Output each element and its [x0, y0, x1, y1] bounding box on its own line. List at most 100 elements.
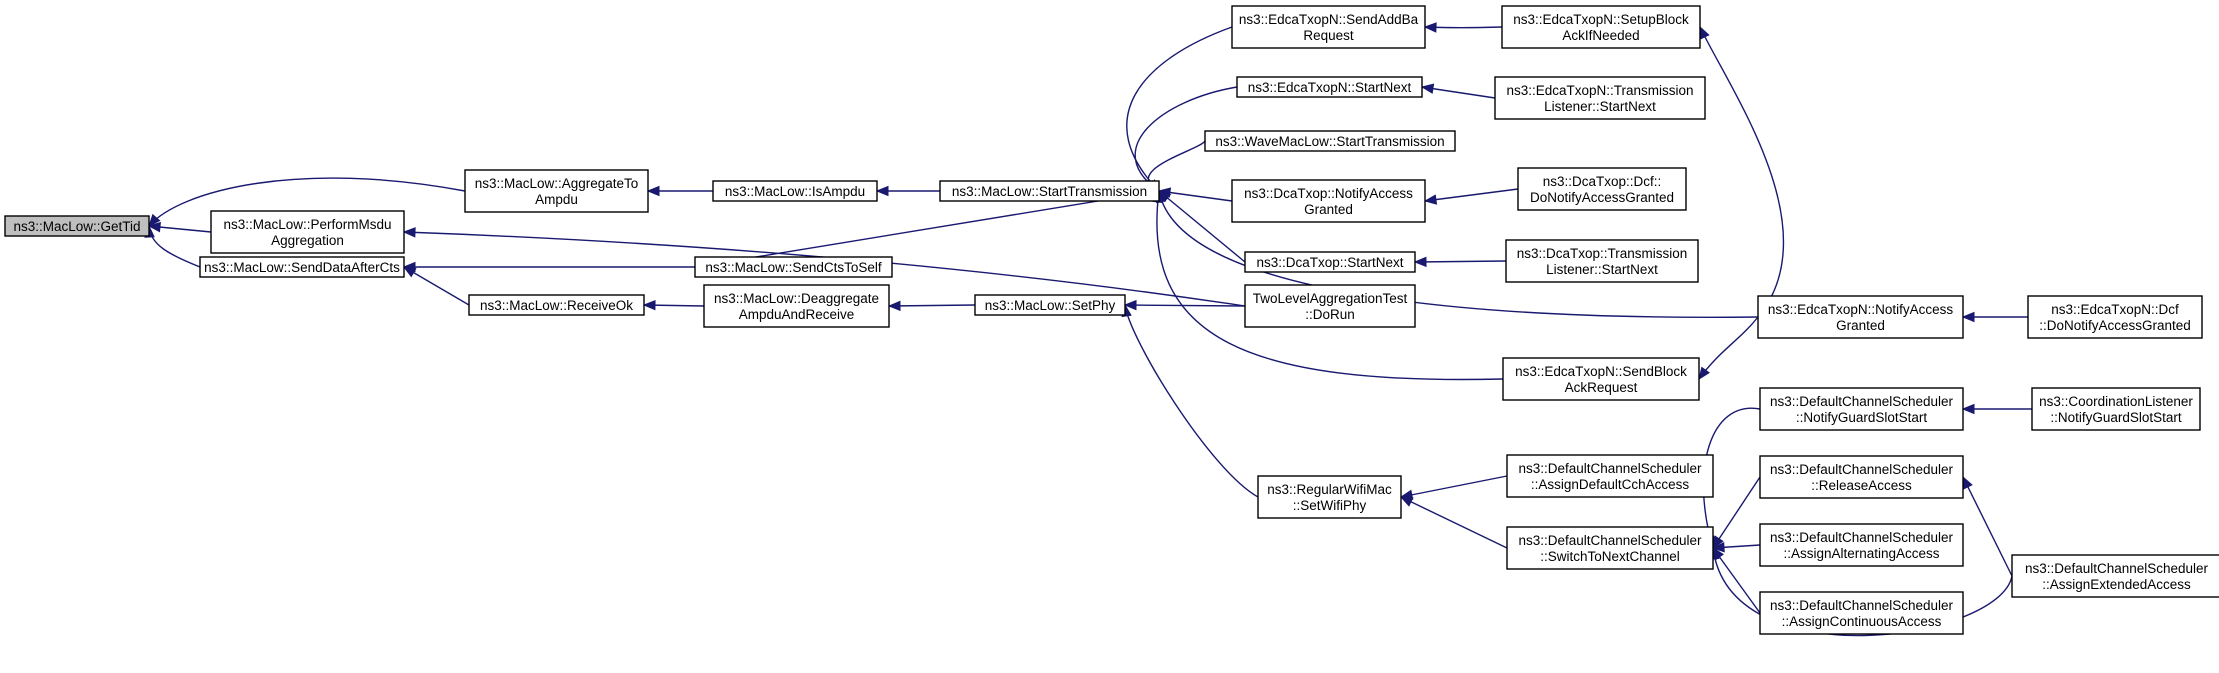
edge-dcfdonotify-to-dcanotify	[1424, 188, 1519, 202]
arrowhead-assignalternating-to-switchtonext	[1711, 542, 1725, 553]
node-label-gettid-0: ns3::MacLow::GetTid	[13, 219, 140, 234]
node-box-assignalternating	[1759, 523, 1964, 567]
node-dcastartnext[interactable]: ns3::DcaTxop::StartNext	[1244, 251, 1416, 273]
node-senddataaftercts[interactable]: ns3::MacLow::SendDataAfterCts	[199, 256, 405, 278]
arrowhead-edcatranslistener-to-edcastartnext	[1420, 83, 1435, 94]
node-box-edcatranslistener	[1494, 76, 1706, 120]
node-label-isampdu-0: ns3::MacLow::IsAmpdu	[725, 184, 865, 199]
node-label-dcatranslistener-0: ns3::DcaTxop::Transmission	[1517, 246, 1688, 261]
node-sendctstoself[interactable]: ns3::MacLow::SendCtsToSelf	[694, 256, 893, 278]
node-box-twolevel	[1244, 284, 1416, 328]
arrowhead-isampdu-to-aggregate	[646, 185, 660, 197]
node-label-releaseaccess-0: ns3::DefaultChannelScheduler	[1770, 462, 1954, 477]
node-label-assignextended-0: ns3::DefaultChannelScheduler	[2025, 561, 2209, 576]
node-box-sendctstoself	[694, 256, 893, 278]
node-edcatranslistener[interactable]: ns3::EdcaTxopN::TransmissionListener::St…	[1494, 76, 1706, 120]
node-label-aggregate-1: Ampdu	[535, 192, 578, 207]
edge-edcastartnext-to-starttransmission	[1134, 86, 1238, 192]
node-box-coordlistener	[2031, 387, 2201, 431]
node-label-edcastartnext-0: ns3::EdcaTxopN::StartNext	[1248, 80, 1412, 95]
node-edcastartnext[interactable]: ns3::EdcaTxopN::StartNext	[1236, 76, 1423, 98]
node-gettid[interactable]: ns3::MacLow::GetTid	[4, 215, 150, 237]
node-edcadcf[interactable]: ns3::EdcaTxopN::Dcf::DoNotifyAccessGrant…	[2027, 295, 2203, 339]
node-label-setupblockack-1: AckIfNeeded	[1562, 28, 1639, 43]
node-label-assignalternating-1: ::AssignAlternatingAccess	[1783, 546, 1939, 561]
edge-releaseaccess-to-switchtonext	[1712, 476, 1761, 549]
node-box-setupblockack	[1501, 5, 1701, 49]
node-starttransmission[interactable]: ns3::MacLow::StartTransmission	[939, 180, 1160, 202]
node-label-sendblockack-1: AckRequest	[1565, 380, 1638, 395]
arrowhead-aggregate-to-gettid	[148, 213, 161, 228]
node-box-sendblockack	[1502, 357, 1700, 401]
node-assignalternating[interactable]: ns3::DefaultChannelScheduler::AssignAlte…	[1759, 523, 1964, 567]
node-assigncontinuous[interactable]: ns3::DefaultChannelScheduler::AssignCont…	[1759, 591, 1964, 635]
node-notifyguard[interactable]: ns3::DefaultChannelScheduler::NotifyGuar…	[1759, 387, 1964, 431]
node-label-edcadcf-0: ns3::EdcaTxopN::Dcf	[2051, 302, 2179, 317]
arrowhead-edcanotify-to-setupblockack	[1699, 25, 1710, 40]
node-label-performmsdu-0: ns3::MacLow::PerformMsdu	[223, 217, 391, 232]
node-box-gettid	[4, 215, 150, 237]
node-isampdu[interactable]: ns3::MacLow::IsAmpdu	[712, 180, 878, 202]
node-label-notifyguard-0: ns3::DefaultChannelScheduler	[1770, 394, 1954, 409]
node-wavemaclow[interactable]: ns3::WaveMacLow::StartTransmission	[1204, 130, 1456, 152]
node-dcfdonotify[interactable]: ns3::DcaTxop::Dcf::DoNotifyAccessGranted	[1517, 167, 1687, 211]
node-setwifiphy[interactable]: ns3::RegularWifiMac::SetWifiPhy	[1257, 475, 1402, 519]
node-box-switchtonext	[1506, 526, 1714, 570]
arrowhead-receiveok-to-senddataaftercts	[402, 266, 417, 278]
node-box-releaseaccess	[1759, 455, 1964, 499]
node-box-dcatranslistener	[1505, 239, 1699, 283]
edge-edcatranslistener-to-edcastartnext	[1421, 86, 1496, 99]
node-label-deaggregate-1: AmpduAndReceive	[739, 307, 855, 322]
node-switchtonext[interactable]: ns3::DefaultChannelScheduler::SwitchToNe…	[1506, 526, 1714, 570]
node-label-edcanotify-0: ns3::EdcaTxopN::NotifyAccess	[1768, 302, 1954, 317]
node-label-wavemaclow-0: ns3::WaveMacLow::StartTransmission	[1215, 134, 1444, 149]
node-label-performmsdu-1: Aggregation	[271, 233, 344, 248]
node-setphy[interactable]: ns3::MacLow::SetPhy	[974, 294, 1126, 316]
node-box-setwifiphy	[1257, 475, 1402, 519]
node-box-assignextended	[2011, 554, 2219, 598]
node-label-assignextended-1: ::AssignExtendedAccess	[2042, 577, 2191, 592]
node-box-dcanotify	[1231, 179, 1426, 223]
node-box-edcadcf	[2027, 295, 2203, 339]
edge-setwifiphy-to-setphy	[1124, 304, 1259, 498]
node-dcatranslistener[interactable]: ns3::DcaTxop::TransmissionListener::Star…	[1505, 239, 1699, 283]
arrowhead-dcfdonotify-to-dcanotify	[1423, 194, 1438, 205]
edge-receiveok-to-senddataaftercts	[403, 266, 470, 306]
node-label-receiveok-0: ns3::MacLow::ReceiveOk	[480, 298, 633, 313]
node-label-sendctstoself-0: ns3::MacLow::SendCtsToSelf	[705, 260, 882, 275]
node-label-twolevel-1: ::DoRun	[1305, 307, 1355, 322]
node-assignextended[interactable]: ns3::DefaultChannelScheduler::AssignExte…	[2011, 554, 2219, 598]
arrowhead-setphy-to-deaggregate	[887, 300, 901, 312]
node-receiveok[interactable]: ns3::MacLow::ReceiveOk	[468, 294, 645, 316]
node-assigndefaultcch[interactable]: ns3::DefaultChannelScheduler::AssignDefa…	[1506, 454, 1714, 498]
node-label-setwifiphy-0: ns3::RegularWifiMac	[1267, 482, 1392, 497]
node-coordlistener[interactable]: ns3::CoordinationListener::NotifyGuardSl…	[2031, 387, 2201, 431]
node-twolevel[interactable]: TwoLevelAggregationTest::DoRun	[1244, 284, 1416, 328]
edge-notifyguard-to-switchtonext	[1702, 407, 1761, 549]
arrowhead-performmsdu-to-gettid	[147, 221, 161, 233]
edge-twolevel-to-setphy	[1124, 304, 1246, 307]
node-box-wavemaclow	[1204, 130, 1456, 152]
node-label-edcatranslistener-0: ns3::EdcaTxopN::Transmission	[1506, 83, 1693, 98]
node-label-assigndefaultcch-1: ::AssignDefaultCchAccess	[1531, 477, 1690, 492]
node-label-assigncontinuous-0: ns3::DefaultChannelScheduler	[1770, 598, 1954, 613]
node-label-assigndefaultcch-0: ns3::DefaultChannelScheduler	[1518, 461, 1702, 476]
node-dcanotify[interactable]: ns3::DcaTxop::NotifyAccessGranted	[1231, 179, 1426, 223]
node-box-receiveok	[468, 294, 645, 316]
edge-setupblockack-to-sendaddba	[1424, 26, 1503, 29]
arrowhead-edcanotify-to-sendblockack	[1698, 366, 1710, 381]
node-box-sendaddba	[1231, 5, 1426, 49]
node-label-assigncontinuous-1: ::AssignContinuousAccess	[1782, 614, 1942, 629]
edge-assignextended-to-releaseaccess	[1962, 476, 2013, 577]
edges-layer	[144, 22, 2032, 637]
arrowhead-coordlistener-to-notifyguard	[1961, 403, 1975, 415]
node-releaseaccess[interactable]: ns3::DefaultChannelScheduler::ReleaseAcc…	[1759, 455, 1964, 499]
node-edcanotify[interactable]: ns3::EdcaTxopN::NotifyAccessGranted	[1757, 295, 1964, 339]
